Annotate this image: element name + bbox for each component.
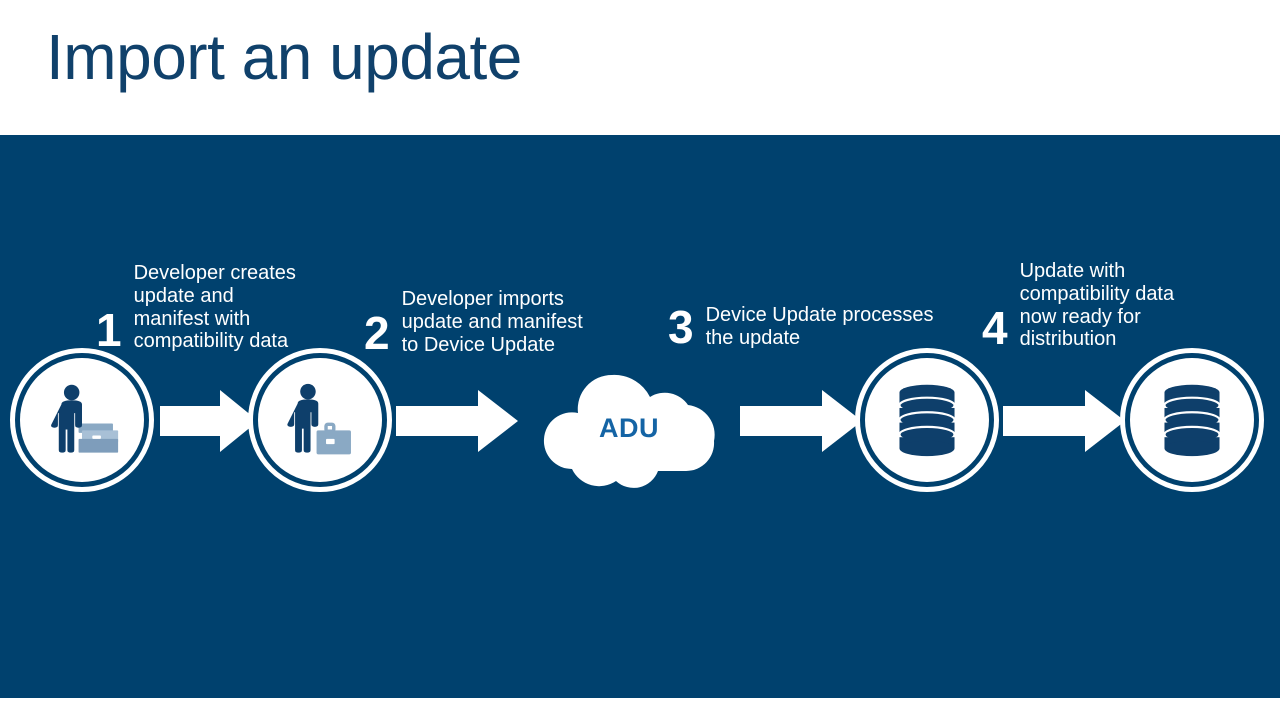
step-text-1: Developer creates update and manifest wi…	[133, 262, 296, 353]
cloud-icon	[543, 374, 715, 488]
person-with-briefcases-icon	[51, 384, 119, 453]
node-inner-1	[20, 358, 144, 482]
database-icon	[898, 384, 956, 457]
cloud-label-adu: ADU	[599, 413, 659, 443]
arrow-1	[160, 390, 258, 452]
node-developer-2	[248, 348, 392, 492]
step-number-4: 4	[982, 302, 1008, 355]
arrow-3	[740, 390, 862, 452]
step-caption-2: 2 Developer imports update and manifest …	[364, 288, 583, 356]
arrow-4	[1003, 390, 1125, 452]
arrow-2	[396, 390, 518, 452]
node-database-3	[855, 348, 999, 492]
node-database-4	[1120, 348, 1264, 492]
node-inner-2	[258, 358, 382, 482]
step-caption-4: 4 Update with compatibility data now rea…	[982, 260, 1174, 351]
node-developer-1	[10, 348, 154, 492]
step-number-3: 3	[668, 301, 694, 353]
bottom-strip	[0, 698, 1280, 702]
step-text-3: Device Update processes the update	[705, 304, 934, 350]
step-caption-1: 1 Developer creates update and manifest …	[96, 262, 296, 353]
step-text-4: Update with compatibility data now ready…	[1019, 260, 1175, 351]
step-caption-3: 3 Device Update processes the update	[668, 304, 933, 350]
node-cloud-adu: ADU	[516, 355, 742, 490]
node-inner-3	[865, 358, 989, 482]
step-text-2: Developer imports update and manifest to…	[401, 288, 583, 356]
title-band: Import an update	[0, 0, 1280, 135]
step-number-1: 1	[96, 304, 122, 357]
database-icon	[1163, 384, 1221, 457]
step-number-2: 2	[364, 307, 390, 360]
node-inner-4	[1130, 358, 1254, 482]
page-title: Import an update	[46, 21, 522, 93]
person-with-briefcase-icon	[287, 383, 351, 455]
